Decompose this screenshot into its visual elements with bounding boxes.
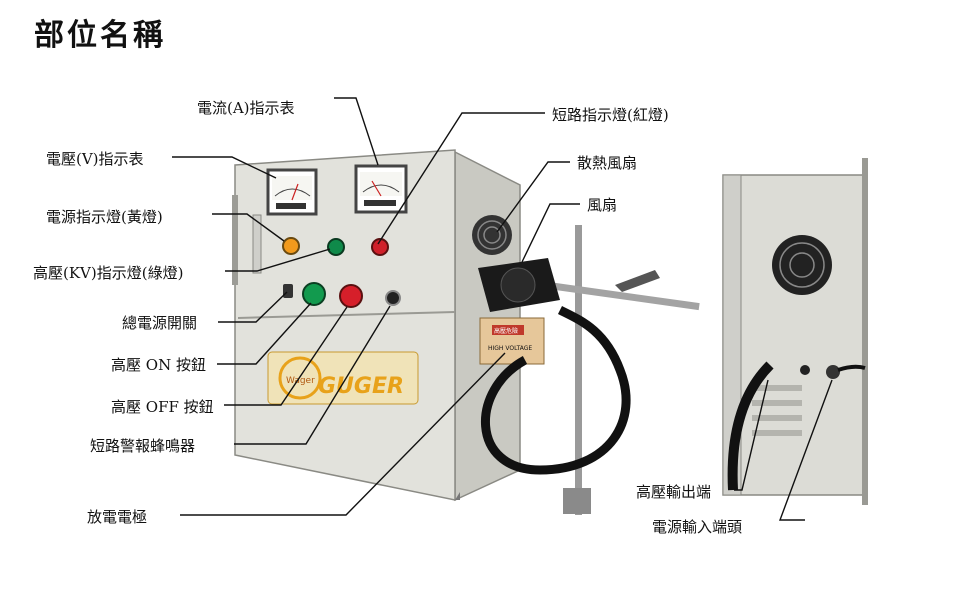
hv-lamp-green — [327, 238, 345, 256]
label-hv-off: 高壓 OFF 按鈕 — [111, 398, 214, 416]
label-voltmeter: 電壓(V)指示表 — [46, 150, 144, 168]
hv-cable — [480, 305, 631, 475]
leader-lines — [172, 97, 833, 521]
label-power-lamp: 電源指示燈(黃燈) — [46, 208, 163, 226]
label-buzzer: 短路警報蜂鳴器 — [90, 437, 196, 455]
discharge-electrode: 高壓危險 HIGH VOLTAGE — [479, 317, 545, 365]
svg-text:GUGER: GUGER — [318, 374, 404, 399]
hv-off-button[interactable] — [339, 284, 363, 308]
label-power-input: 電源輸入端頭 — [652, 518, 743, 536]
cooling-fan — [472, 215, 512, 255]
svg-text:Wager: Wager — [286, 376, 315, 386]
short-lamp-red — [371, 238, 389, 256]
label-hv-on: 高壓 ON 按鈕 — [111, 356, 206, 374]
label-electrode: 放電電極 — [87, 508, 148, 526]
label-main-switch: 總電源開關 — [122, 314, 198, 332]
label-short-lamp: 短路指示燈(紅燈) — [552, 106, 669, 124]
label-hv-output: 高壓輸出端 — [636, 483, 712, 501]
label-fan: 風扇 — [587, 196, 618, 214]
svg-text:高壓危險: 高壓危險 — [494, 327, 518, 335]
side-cabinet — [722, 158, 868, 505]
fan-unit — [478, 258, 560, 312]
ammeter — [354, 164, 408, 214]
buzzer — [385, 290, 401, 306]
voltmeter — [266, 168, 318, 216]
hv-on-button[interactable] — [302, 282, 326, 306]
main-switch[interactable] — [283, 284, 293, 298]
label-cooling-fan: 散熱風扇 — [577, 154, 638, 172]
label-hv-lamp: 高壓(KV)指示燈(綠燈) — [33, 264, 184, 282]
brand-logo: Wager GUGER — [267, 351, 419, 405]
power-lamp-yellow — [282, 237, 300, 255]
page-title: 部位名稱 — [34, 18, 166, 53]
electrode-stand — [540, 225, 700, 515]
svg-text:HIGH VOLTAGE: HIGH VOLTAGE — [488, 345, 532, 352]
label-ammeter: 電流(A)指示表 — [197, 99, 295, 117]
